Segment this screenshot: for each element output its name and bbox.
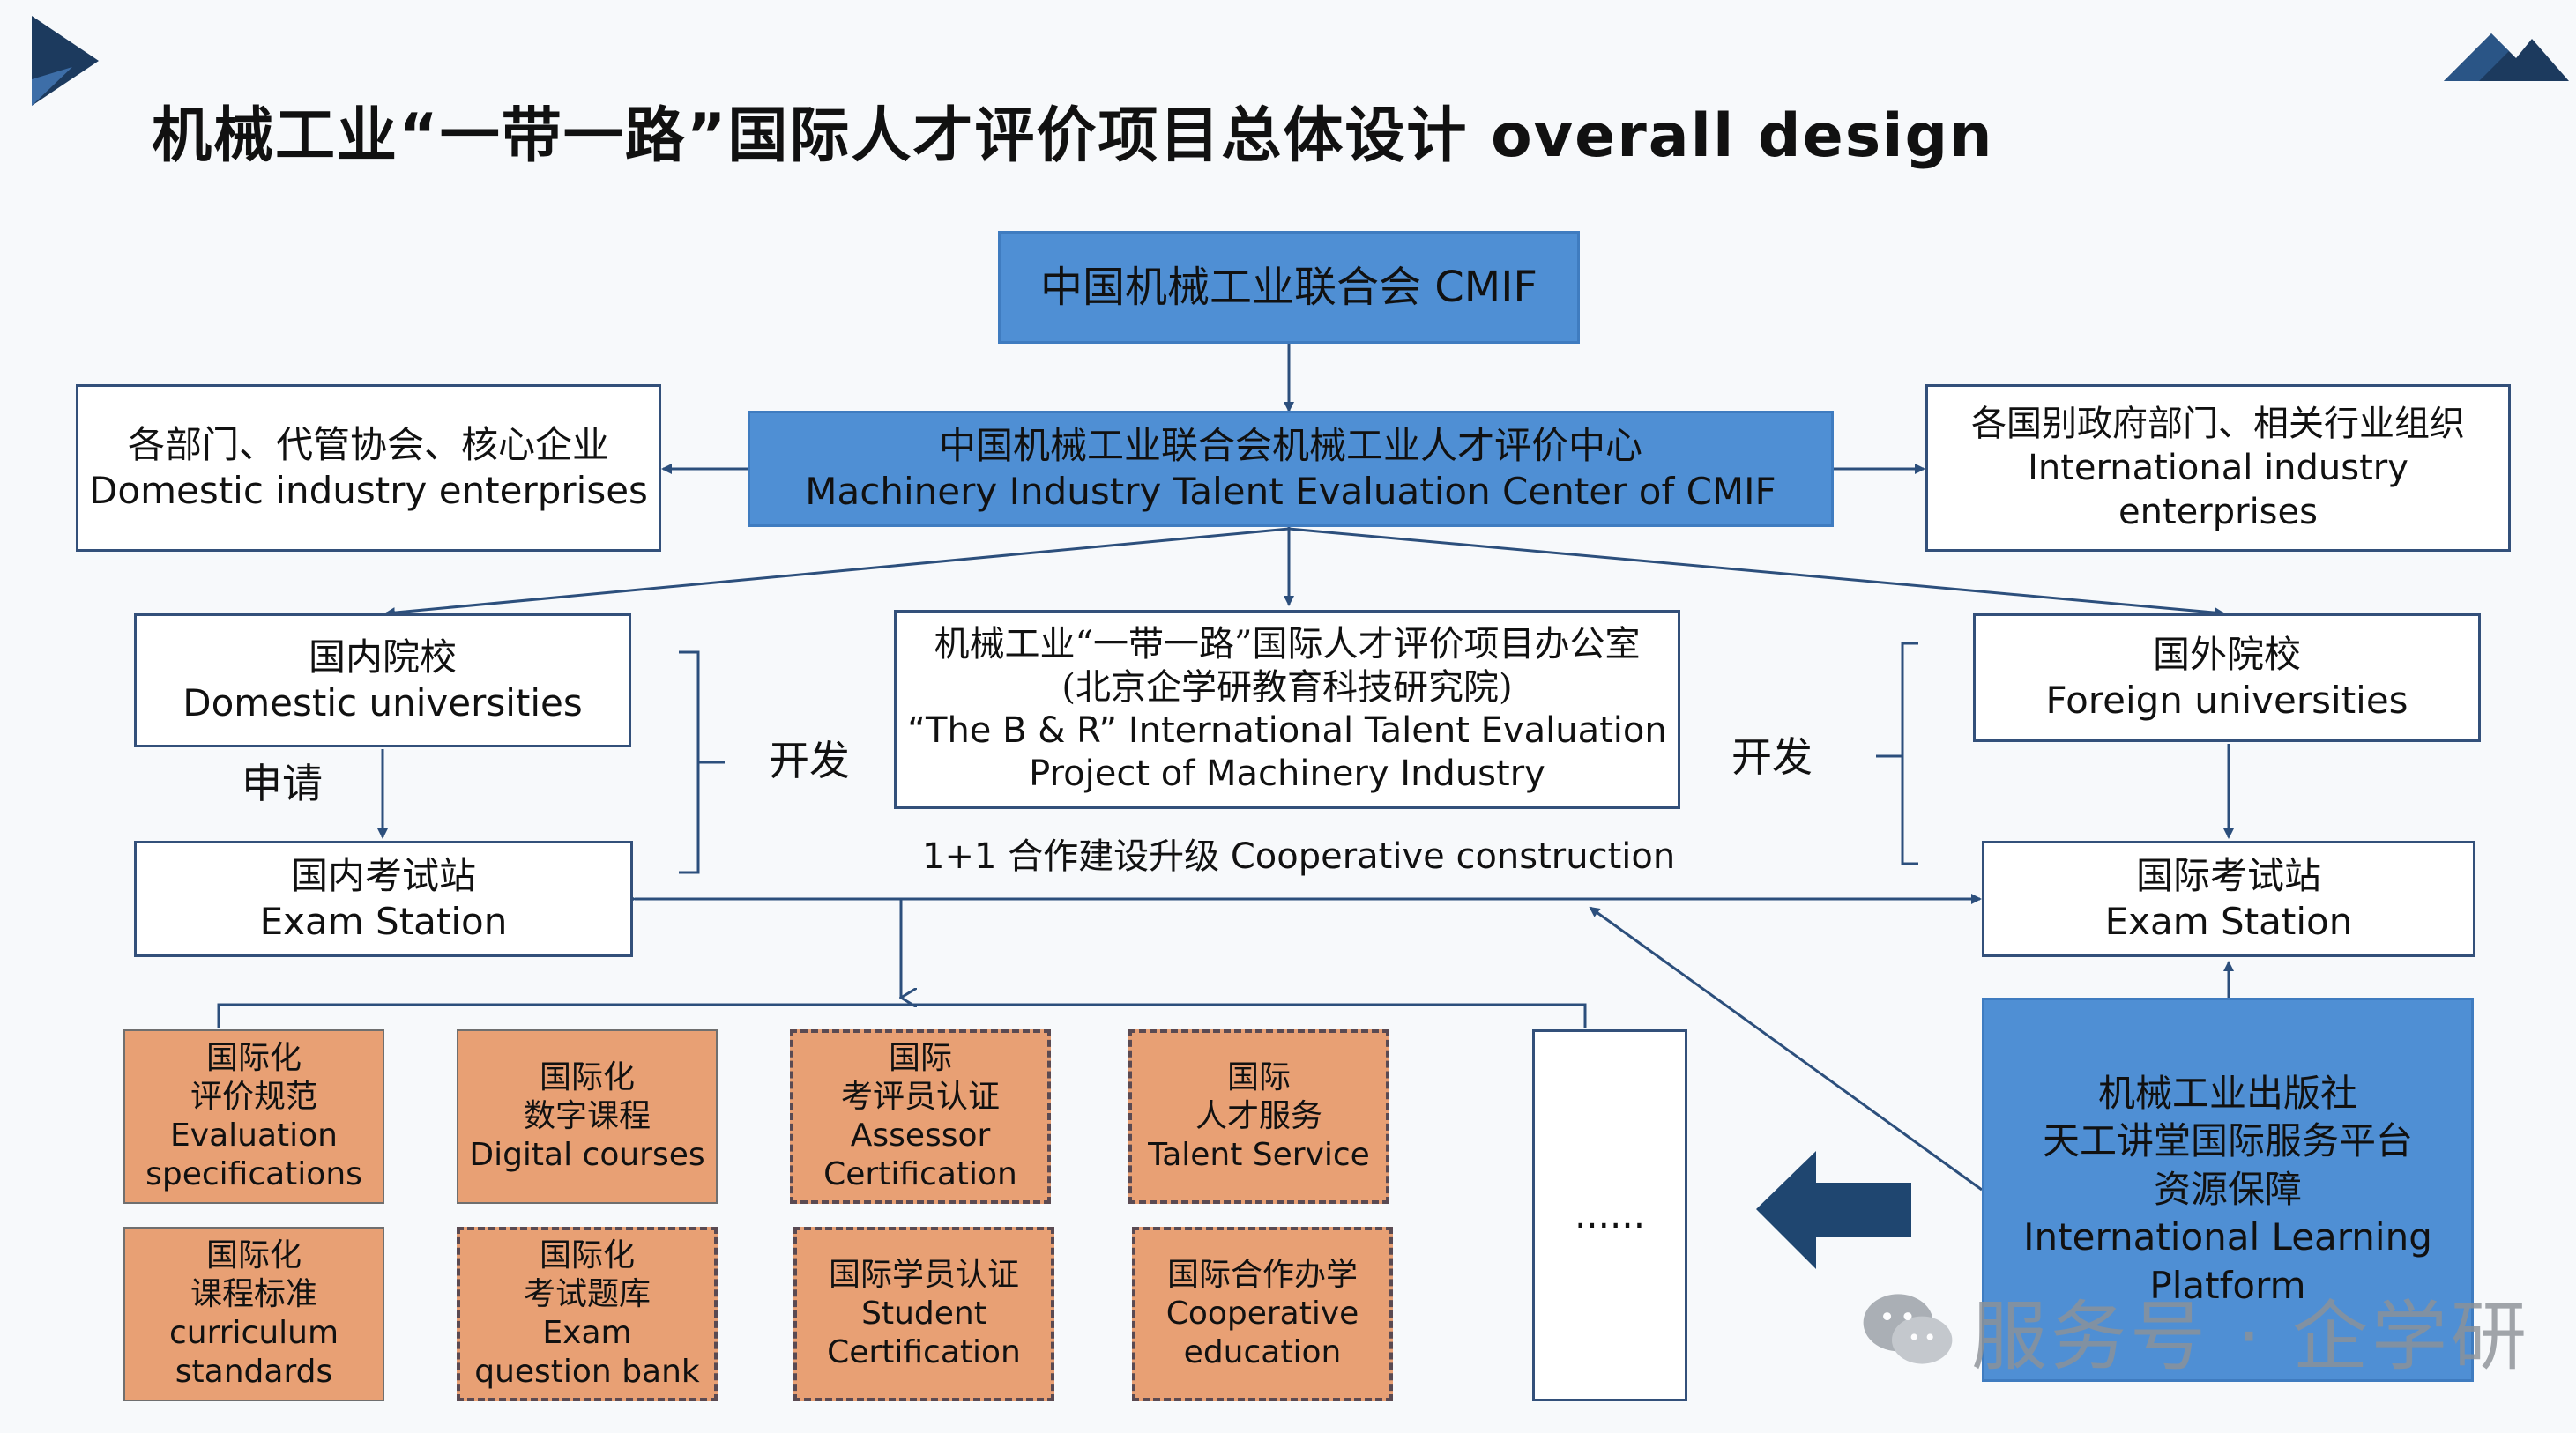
corner-play-logo-icon [32,16,99,106]
domestic-exam-station-cn-label: 国内考试站 [290,853,476,897]
big-left-arrow-icon [1756,1151,1911,1269]
platform-en-label-1: International Learning [2023,1215,2432,1259]
center-cn-label: 中国机械工业联合会机械工业人才评价中心 [938,423,1642,467]
foreign-universities-en-label: Foreign universities [2045,679,2408,722]
platform-cn-label-3: 资源保障 [2153,1167,2302,1211]
service-3-line-1: 国际 [888,1040,952,1077]
right-org-en-label-2: enterprises [2118,492,2318,532]
talent-evaluation-center-node: 中国机械工业联合会机械工业人才评价中心 Machinery Industry T… [748,411,1834,527]
service-student-certification: 国际学员认证 Student Certification [793,1227,1054,1401]
service-8-line-2: Cooperative [1165,1296,1359,1333]
service-4-line-2: 人才服务 [1195,1098,1322,1135]
service-talent-service: 国际 人才服务 Talent Service [1128,1029,1389,1204]
service-3-line-3: Assessor [850,1117,991,1154]
right-org-en-label-1: International industry [2028,448,2408,488]
domestic-exam-station-node: 国内考试站 Exam Station [134,841,633,957]
center-en-label: Machinery Industry Talent Evaluation Cen… [805,470,1776,513]
international-exam-station-en-label: Exam Station [2104,900,2353,943]
service-5-line-4: standards [175,1353,333,1390]
service-5-line-3: curriculum [168,1315,339,1351]
service-6-line-1: 国际化 [539,1237,635,1274]
service-cooperative-education: 国际合作办学 Cooperative education [1132,1227,1393,1401]
project-office-cn-label-2: (北京企学研教育科技研究院) [1061,667,1513,709]
more-services-node: ...... [1532,1029,1687,1401]
domestic-universities-node: 国内院校 Domestic universities [134,613,631,747]
corner-mountain-logo-icon [2444,33,2569,81]
service-4-line-1: 国际 [1226,1059,1291,1096]
service-7-line-3: Certification [827,1333,1021,1370]
service-5-line-1: 国际化 [205,1237,302,1274]
international-enterprises-node: 各国别政府部门、相关行业组织 International industry en… [1925,384,2511,552]
service-7-line-1: 国际学员认证 [828,1257,1019,1294]
service-evaluation-specifications: 国际化 评价规范 Evaluation specifications [123,1029,384,1204]
platform-cn-label-2: 天工讲堂国际服务平台 [2042,1119,2413,1163]
international-exam-station-node: 国际考试站 Exam Station [1982,841,2475,957]
apply-label: 申请 [242,760,323,807]
project-office-cn-label-1: 机械工业“一带一路”国际人才评价项目办公室 [934,624,1641,665]
service-1-line-2: 评价规范 [190,1079,317,1116]
page-title: 机械工业“一带一路”国际人才评价项目总体设计 overall design [152,101,1994,171]
left-org-en-label: Domestic industry enterprises [89,469,648,512]
watermark: 服务号 · 企学研 [1860,1276,2530,1382]
service-1-line-4: specifications [145,1155,362,1192]
more-label: ...... [1574,1192,1646,1236]
wechat-icon [1863,1294,1953,1364]
service-8-line-1: 国际合作办学 [1166,1257,1358,1294]
platform-cn-label-1: 机械工业出版社 [2097,1071,2357,1115]
domestic-exam-station-en-label: Exam Station [259,900,508,943]
service-3-line-4: Certification [823,1155,1017,1192]
cmif-node: 中国机械工业联合会 CMIF [998,231,1580,344]
service-1-line-3: Evaluation [170,1117,338,1154]
service-digital-courses: 国际化 数字课程 Digital courses [457,1029,718,1204]
service-2-line-3: Digital courses [469,1136,705,1173]
foreign-universities-cn-label: 国外院校 [2152,632,2301,676]
develop-left-label: 开发 [769,737,850,784]
service-6-line-2: 考试题库 [523,1276,651,1313]
platform-en-label-2: Platform [2149,1263,2306,1307]
international-learning-platform-node: 机械工业出版社 天工讲堂国际服务平台 资源保障 International Le… [1982,998,2474,1382]
service-curriculum-standards: 国际化 课程标准 curriculum standards [123,1227,384,1401]
project-office-node: 机械工业“一带一路”国际人才评价项目办公室 (北京企学研教育科技研究院) “Th… [894,610,1680,809]
service-assessor-certification: 国际 考评员认证 Assessor Certification [790,1029,1051,1204]
foreign-universities-node: 国外院校 Foreign universities [1973,613,2481,742]
service-exam-question-bank: 国际化 考试题库 Exam question bank [457,1227,718,1401]
domestic-enterprises-node: 各部门、代管协会、核心企业 Domestic industry enterpri… [76,384,661,552]
service-7-line-2: Student [861,1296,986,1333]
service-4-line-3: Talent Service [1148,1136,1370,1173]
service-8-line-3: education [1183,1333,1342,1370]
service-6-line-4: question bank [474,1353,700,1390]
service-5-line-2: 课程标准 [190,1276,317,1313]
service-2-line-1: 国际化 [539,1059,635,1096]
cooperation-label: 1+1 合作建设升级 Cooperative construction [922,836,1676,877]
watermark-text: 服务号 · 企学研 [1970,1292,2530,1381]
left-org-cn-label: 各部门、代管协会、核心企业 [127,422,609,466]
project-office-en-label-2: Project of Machinery Industry [1029,753,1545,794]
project-office-en-label-1: “The B & R” International Talent Evaluat… [907,710,1667,751]
cmif-label: 中国机械工业联合会 CMIF [1040,263,1537,312]
service-1-line-1: 国际化 [205,1040,302,1077]
service-6-line-3: Exam [542,1315,632,1351]
service-3-line-2: 考评员认证 [840,1079,1000,1116]
develop-right-label: 开发 [1731,733,1813,781]
domestic-universities-en-label: Domestic universities [182,681,583,724]
domestic-universities-cn-label: 国内院校 [308,635,457,679]
service-2-line-2: 数字课程 [523,1098,651,1135]
international-exam-station-cn-label: 国际考试站 [2135,853,2321,897]
right-org-cn-label: 各国别政府部门、相关行业组织 [1971,404,2465,444]
